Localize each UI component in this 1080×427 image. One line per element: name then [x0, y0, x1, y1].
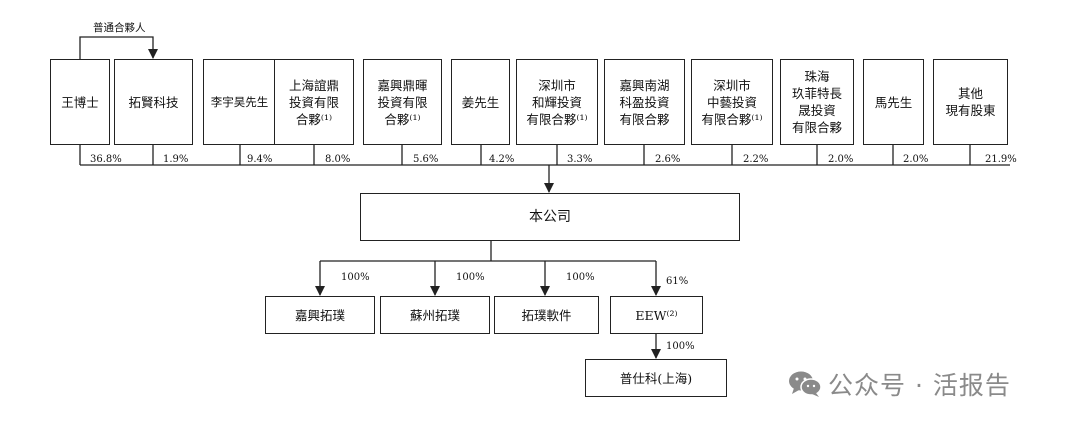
shareholder-box: 深圳市 和輝投資 有限合夥⁽¹⁾ [516, 59, 598, 145]
subsidiary-box: 拓璞軟件 [494, 296, 599, 334]
sub-subsidiary-pct: 100% [666, 341, 695, 352]
shareholder-box: 其他 現有股東 [933, 59, 1008, 145]
watermark-text: 公众号 · 活报告 [828, 371, 1011, 400]
shareholding-pct: 2.2% [743, 154, 769, 165]
shareholder-box: 馬先生 [863, 59, 924, 145]
subsidiary-box: EEW⁽²⁾ [610, 296, 703, 334]
shareholding-pct: 9.4% [247, 154, 273, 165]
wechat-icon [789, 371, 822, 397]
shareholder-box: 李宇昊先生 [203, 59, 276, 145]
shareholder-box: 深圳市 中藝投資 有限合夥⁽¹⁾ [691, 59, 773, 145]
shareholder-box: 姜先生 [451, 59, 510, 145]
shareholding-pct: 8.0% [325, 154, 351, 165]
subsidiary-box: 蘇州拓璞 [380, 296, 490, 334]
shareholding-pct: 3.3% [567, 154, 593, 165]
shareholding-pct: 36.8% [90, 154, 122, 165]
subsidiary-pct: 100% [341, 272, 370, 283]
shareholder-box: 王博士 [50, 59, 110, 145]
shareholder-box: 上海誼鼎 投資有限 合夥⁽¹⁾ [274, 59, 354, 145]
subsidiary-pct: 61% [666, 276, 689, 287]
shareholding-pct: 21.9% [985, 154, 1017, 165]
subsidiary-pct: 100% [456, 272, 485, 283]
shareholding-pct: 4.2% [489, 154, 515, 165]
shareholder-box: 嘉興南湖 科盈投資 有限合夥 [604, 59, 685, 145]
company-box: 本公司 [360, 193, 740, 241]
sub-subsidiary-box: 普仕科(上海) [585, 359, 727, 397]
shareholding-pct: 5.6% [413, 154, 439, 165]
shareholder-box: 拓賢科技 [114, 59, 193, 145]
watermark: 公众号 · 活报告 [788, 366, 1011, 402]
gp-arrow [79, 36, 158, 59]
subsidiary-pct: 100% [566, 272, 595, 283]
shareholder-box: 嘉興鼎暉 投資有限 合夥⁽¹⁾ [363, 59, 442, 145]
gp-label: 普通合夥人 [93, 22, 146, 34]
shareholder-box: 珠海 玖菲特長 晟投資 有限合夥 [780, 59, 854, 145]
subsidiary-box: 嘉興拓璞 [265, 296, 375, 334]
shareholding-pct: 2.0% [828, 154, 854, 165]
shareholding-pct: 2.6% [655, 154, 681, 165]
shareholding-pct: 1.9% [163, 154, 189, 165]
shareholding-pct: 2.0% [903, 154, 929, 165]
